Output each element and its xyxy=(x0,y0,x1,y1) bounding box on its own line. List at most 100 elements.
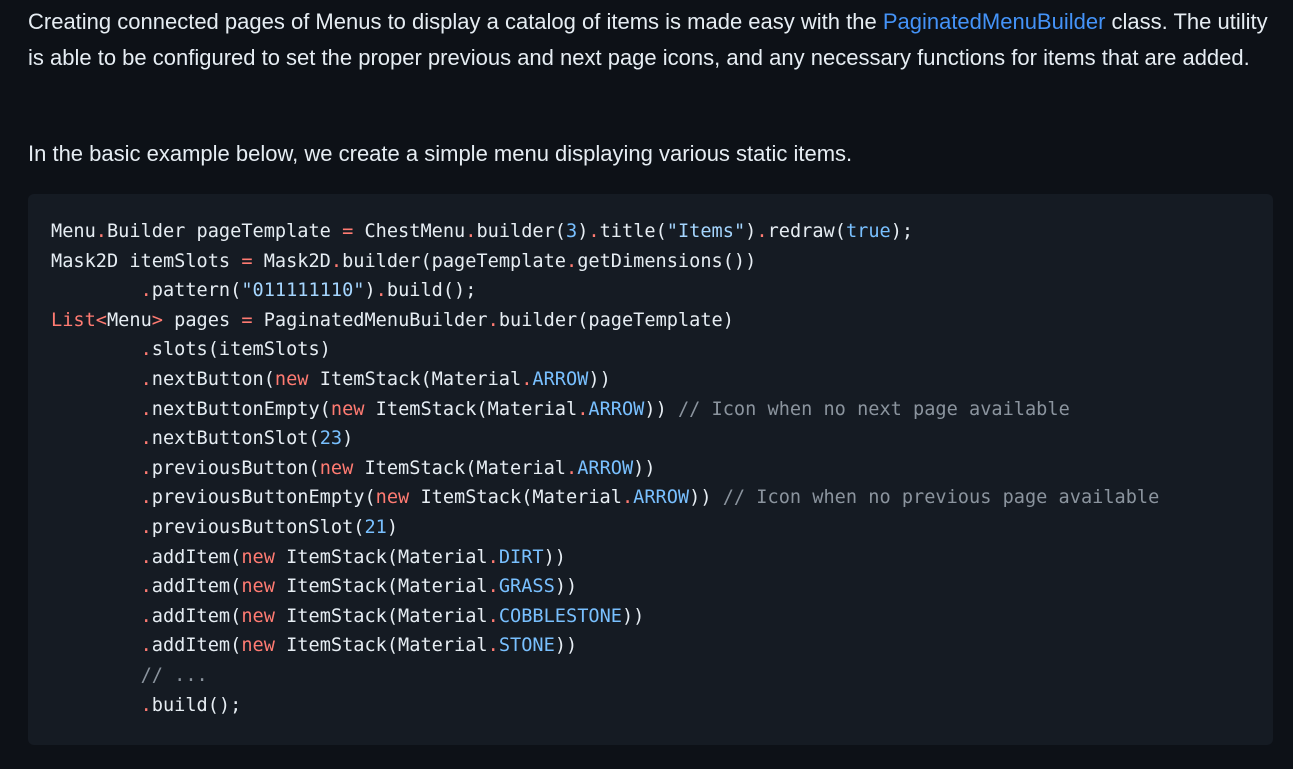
code-token: . xyxy=(140,576,152,598)
code-token: . xyxy=(140,635,152,657)
code-line: .nextButtonSlot(23) xyxy=(51,424,1159,454)
code-token: "Items" xyxy=(666,221,746,242)
intro-text-before-link: Creating connected pages of Menus to dis… xyxy=(28,9,883,34)
example-paragraph: In the basic example below, we create a … xyxy=(28,141,853,166)
code-token: Builder pageTemplate xyxy=(106,221,343,242)
code-token xyxy=(51,428,141,449)
code-token: new xyxy=(375,487,410,509)
code-token xyxy=(51,695,141,716)
code-token: new xyxy=(330,398,365,420)
code-line: List<Menu> pages = PaginatedMenuBuilder.… xyxy=(51,306,1159,336)
code-line: .previousButton(new ItemStack(Material.A… xyxy=(51,454,1159,484)
code-token: ); xyxy=(890,221,914,242)
code-token: . xyxy=(487,546,499,568)
code-token: . xyxy=(588,221,600,242)
code-token: . xyxy=(140,428,152,450)
code-token: )) xyxy=(588,368,611,390)
code-token: ) xyxy=(577,221,589,242)
code-token: . xyxy=(140,280,152,302)
code-token: ) xyxy=(342,428,354,450)
code-token: Menu xyxy=(51,221,96,242)
code-token: . xyxy=(465,221,477,242)
code-token: ChestMenu xyxy=(353,221,466,242)
intro-paragraph: Creating connected pages of Menus to dis… xyxy=(28,4,1273,76)
code-token xyxy=(51,576,141,597)
code-token xyxy=(51,399,141,420)
code-line: .addItem(new ItemStack(Material.DIRT)) xyxy=(51,543,1159,573)
code-token: Mask2D itemSlots xyxy=(51,250,242,272)
code-token: builder(pageTemplate xyxy=(342,250,566,272)
code-token: . xyxy=(140,694,152,716)
code-token: getDimensions()) xyxy=(577,250,757,272)
code-token: STONE xyxy=(498,635,555,657)
code-token: nextButtonEmpty( xyxy=(151,398,331,420)
code-token: ItemStack(Material xyxy=(353,457,566,479)
code-token: previousButton( xyxy=(151,457,320,479)
code-token: new xyxy=(274,368,309,390)
code-token: . xyxy=(487,635,499,657)
code-token: . xyxy=(330,250,343,272)
code-token: ARROW xyxy=(577,457,634,479)
code-token: . xyxy=(756,221,768,242)
code-token: previousButtonSlot( xyxy=(151,516,365,538)
code-token: title( xyxy=(599,221,667,242)
code-token: ItemStack(Material xyxy=(409,487,622,509)
code-token: < xyxy=(95,309,107,331)
code-line: .nextButton(new ItemStack(Material.ARROW… xyxy=(51,365,1159,395)
code-line: .nextButtonEmpty(new ItemStack(Material.… xyxy=(51,395,1159,425)
code-token: . xyxy=(621,487,634,509)
code-token xyxy=(51,635,141,656)
code-token xyxy=(51,517,141,538)
code-token: addItem( xyxy=(151,605,242,627)
code-token: redraw( xyxy=(767,221,846,242)
code-token xyxy=(51,606,141,627)
code-token: previousButtonEmpty( xyxy=(151,487,376,509)
code-token: . xyxy=(140,605,152,627)
code-token: new xyxy=(319,457,354,479)
code-token: ARROW xyxy=(588,398,645,420)
code-block: Menu.Builder pageTemplate = ChestMenu.bu… xyxy=(28,194,1273,745)
code-token: )) xyxy=(543,546,566,568)
code-token: . xyxy=(577,398,589,420)
code-comment: // Icon when no previous page available xyxy=(711,487,1160,509)
code-token: 23 xyxy=(319,428,343,450)
code-token: build(); xyxy=(386,280,477,302)
code-token: ItemStack(Material xyxy=(274,546,488,568)
code-token: . xyxy=(140,339,152,361)
code-token xyxy=(51,339,141,360)
code-token: )) xyxy=(644,398,667,420)
code-token: . xyxy=(140,487,152,509)
code-token: )) xyxy=(621,605,645,627)
code-token: Menu xyxy=(106,309,152,331)
code-token: ) xyxy=(745,221,757,242)
code-token: new xyxy=(241,635,275,657)
code-line: .pattern("011111110").build(); xyxy=(51,276,1159,306)
code-token: ItemStack(Material xyxy=(308,368,522,390)
code-line: .previousButtonSlot(21) xyxy=(51,513,1159,543)
paginated-menu-builder-link[interactable]: PaginatedMenuBuilder xyxy=(882,9,1106,34)
code-token: addItem( xyxy=(151,635,242,657)
code-token xyxy=(51,458,141,479)
code-token: slots(itemSlots) xyxy=(151,339,331,361)
code-token: . xyxy=(375,280,387,302)
code-content[interactable]: Menu.Builder pageTemplate = ChestMenu.bu… xyxy=(51,217,1159,720)
code-comment: // Icon when no next page available xyxy=(666,398,1070,420)
code-token: ) xyxy=(364,280,376,302)
code-line: .previousButtonEmpty(new ItemStack(Mater… xyxy=(51,483,1160,513)
code-token: addItem( xyxy=(151,576,242,598)
code-token: nextButtonSlot( xyxy=(151,428,320,450)
code-token: )) xyxy=(554,635,578,657)
code-token: pages xyxy=(162,309,242,331)
code-line: Mask2D itemSlots = Mask2D.builder(pageTe… xyxy=(51,247,1159,277)
intro-text-after-link: class. The utility is able to be configu… xyxy=(28,9,1268,70)
code-token: )) xyxy=(689,487,712,509)
code-token: . xyxy=(140,398,152,420)
code-token: . xyxy=(565,250,578,272)
code-token: new xyxy=(241,576,275,598)
code-token: . xyxy=(140,546,152,568)
code-token: GRASS xyxy=(498,576,555,598)
code-token: = xyxy=(241,309,253,331)
code-token: )) xyxy=(633,457,656,479)
code-token: )) xyxy=(554,576,578,598)
code-token: DIRT xyxy=(498,546,544,568)
